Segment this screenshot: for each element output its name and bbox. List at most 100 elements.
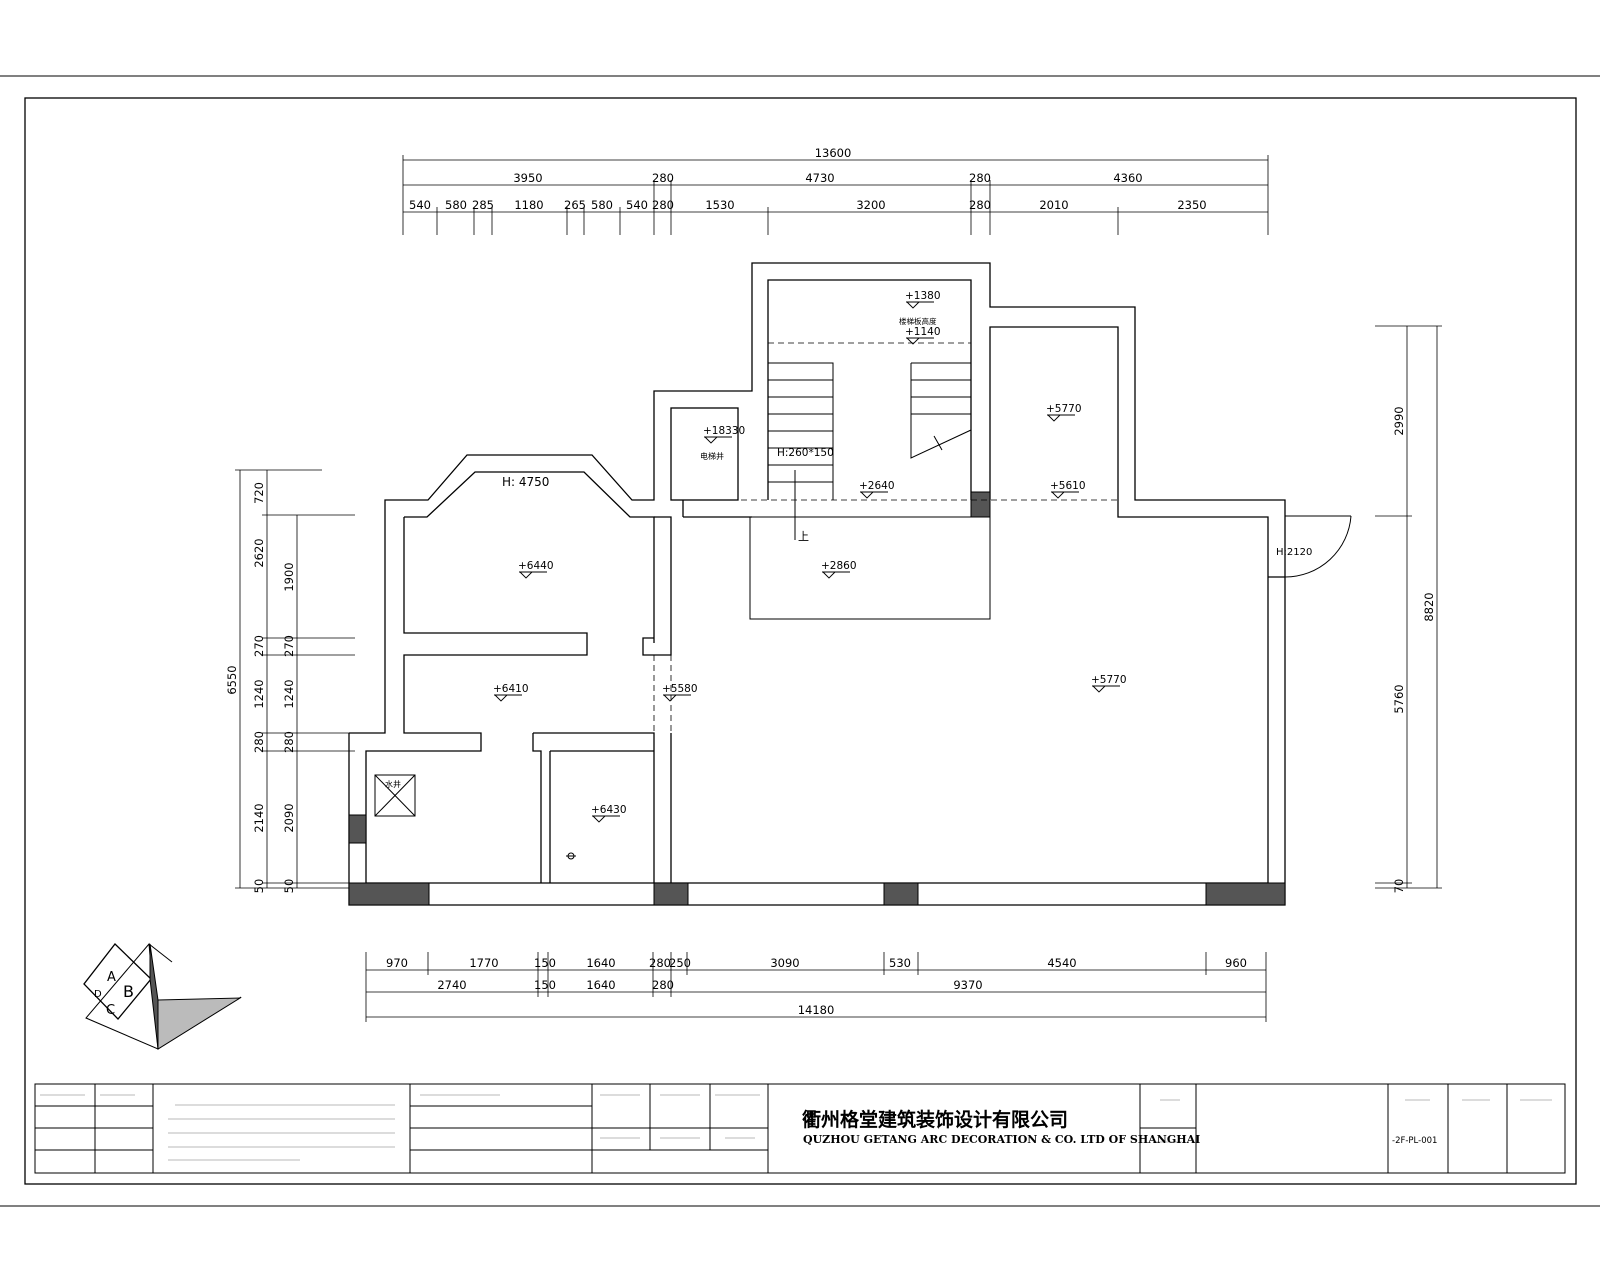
dim-bottom-1-2: 1770 xyxy=(469,956,498,970)
dim-left-outer-4: 1240 xyxy=(252,679,266,708)
dim-top-2-1: 3950 xyxy=(513,171,542,185)
dim-bottom-1-6: 250 xyxy=(669,956,691,970)
walls xyxy=(348,262,1286,906)
dim-top-3-3: 285 xyxy=(472,198,494,212)
dim-top-3-13: 2350 xyxy=(1177,198,1206,212)
dim-top-3-7: 540 xyxy=(626,198,648,212)
company-name-en: QUZHOU GETANG ARC DECORATION & CO. LTD O… xyxy=(803,1133,1200,1146)
elevation-triangle-icon xyxy=(592,815,620,823)
stair-note: H:260*150 xyxy=(777,447,834,459)
dim-left-outer-3: 270 xyxy=(252,635,266,657)
elevation-label: +2640 xyxy=(859,480,895,492)
dim-left-inner-4: 280 xyxy=(282,731,296,753)
dim-left-outer-7: 50 xyxy=(252,879,266,894)
dim-top-2-3: 4730 xyxy=(805,171,834,185)
door-height: H:2120 xyxy=(1276,547,1312,558)
title-block-notes xyxy=(40,1094,1552,1161)
logo-letter-d: D xyxy=(94,989,102,1000)
dim-left-inner-2: 270 xyxy=(282,635,296,657)
dim-top-3-6: 580 xyxy=(591,198,613,212)
elevation-label: +6430 xyxy=(591,804,627,816)
elevation-triangle-icon xyxy=(519,571,547,579)
dim-left-inner-1: 1900 xyxy=(282,562,296,591)
elevation-label: +6410 xyxy=(493,683,529,695)
elevation-triangle-icon xyxy=(1047,414,1075,422)
elevation-triangle-icon xyxy=(860,491,888,499)
dim-bottom-1-3: 150 xyxy=(534,956,556,970)
dim-bottom-1-4: 1640 xyxy=(586,956,615,970)
dim-top-3-10: 3200 xyxy=(856,198,885,212)
elevation-label: +6440 xyxy=(518,560,554,572)
dim-left-outer-5: 280 xyxy=(252,731,266,753)
bottom-dimension-chain xyxy=(365,952,1267,1022)
left-dimension-chain xyxy=(235,469,355,889)
title-block-text: 衢州格堂建筑装饰设计有限公司 QUZHOU GETANG ARC DECORAT… xyxy=(802,1108,1437,1146)
dim-left-overall: 6550 xyxy=(225,665,239,694)
logo-letter-c: C xyxy=(106,1003,115,1018)
company-name-cn: 衢州格堂建筑装饰设计有限公司 xyxy=(802,1108,1068,1131)
elevation-label: +1380 xyxy=(905,290,941,302)
sheet-border xyxy=(0,75,1600,1207)
dim-top-3-11: 280 xyxy=(969,198,991,212)
dim-right-2: 5760 xyxy=(1392,684,1406,713)
up-mark: 上 xyxy=(798,530,809,543)
dim-right-overall: 8820 xyxy=(1422,592,1436,621)
dim-right-3: 70 xyxy=(1392,879,1406,894)
floor-drain-symbol xyxy=(566,852,576,860)
elevation-label: +2860 xyxy=(821,560,857,572)
staircase xyxy=(749,362,991,620)
right-dimension-chain xyxy=(1375,325,1442,889)
bay-window-height: H: 4750 xyxy=(502,475,549,489)
elevation-label: +5610 xyxy=(1050,480,1086,492)
logo-letter-a: A xyxy=(107,970,116,985)
elevation-label: +1140 xyxy=(905,326,941,338)
elevation-markers: +1380 +1140 +18330 +5770 +2640 +5610 +6440 +286… xyxy=(493,290,1127,823)
water-shaft xyxy=(374,774,416,817)
left-dimension-labels: 6550 720 2620 270 1240 280 2140 50 1900 … xyxy=(225,482,296,893)
elevation-label: +18330 xyxy=(703,425,745,437)
elevator-label: 电梯井 xyxy=(700,451,724,461)
elevation-triangle-icon xyxy=(1092,685,1120,693)
elevation-triangle-icon xyxy=(1051,491,1079,499)
right-dimension-labels: 2990 5760 70 8820 xyxy=(1392,406,1436,893)
dim-bottom-overall: 14180 xyxy=(798,1003,835,1017)
dim-top-3-8: 280 xyxy=(652,198,674,212)
dim-top-3-5: 265 xyxy=(564,198,586,212)
dim-bottom-1-9: 4540 xyxy=(1047,956,1076,970)
elevation-label: +5770 xyxy=(1091,674,1127,686)
title-block xyxy=(34,1083,1566,1174)
dim-left-outer-6: 2140 xyxy=(252,803,266,832)
dim-top-2-5: 4360 xyxy=(1113,171,1142,185)
dim-left-outer-2: 2620 xyxy=(252,538,266,567)
dim-bottom-2-4: 280 xyxy=(652,978,674,992)
dim-bottom-2-2: 150 xyxy=(534,978,556,992)
structural-columns xyxy=(348,491,1286,906)
dim-bottom-1-8: 530 xyxy=(889,956,911,970)
dim-bottom-2-3: 1640 xyxy=(586,978,615,992)
dim-left-outer-1: 720 xyxy=(252,482,266,504)
dim-top-3-1: 540 xyxy=(409,198,431,212)
dashed-lines xyxy=(653,342,1118,733)
elevation-label: +5580 xyxy=(662,683,698,695)
elevation-label: +5770 xyxy=(1046,403,1082,415)
elevation-triangle-icon xyxy=(906,337,934,345)
dim-left-inner-6: 50 xyxy=(282,879,296,894)
dim-top-overall: 13600 xyxy=(815,146,852,160)
bottom-dimension-labels: 970 1770 150 1640 280 250 3090 530 4540 … xyxy=(386,956,1247,1017)
dim-bottom-1-5: 280 xyxy=(649,956,671,970)
top-dimension-chain xyxy=(402,155,1269,235)
dim-top-3-12: 2010 xyxy=(1039,198,1068,212)
door-swing xyxy=(1284,515,1352,578)
drawing-number: -2F-PL-001 xyxy=(1392,1136,1437,1146)
dim-right-1: 2990 xyxy=(1392,406,1406,435)
dim-top-2-2: 280 xyxy=(652,171,674,185)
dim-left-inner-5: 2090 xyxy=(282,803,296,832)
company-logo: A B C D xyxy=(83,942,242,1050)
logo-letter-b: B xyxy=(123,982,134,1001)
dim-bottom-2-5: 9370 xyxy=(953,978,982,992)
dim-left-inner-3: 1240 xyxy=(282,679,296,708)
dim-top-3-9: 1530 xyxy=(705,198,734,212)
dim-bottom-1-7: 3090 xyxy=(770,956,799,970)
elevation-triangle-icon xyxy=(663,694,691,702)
